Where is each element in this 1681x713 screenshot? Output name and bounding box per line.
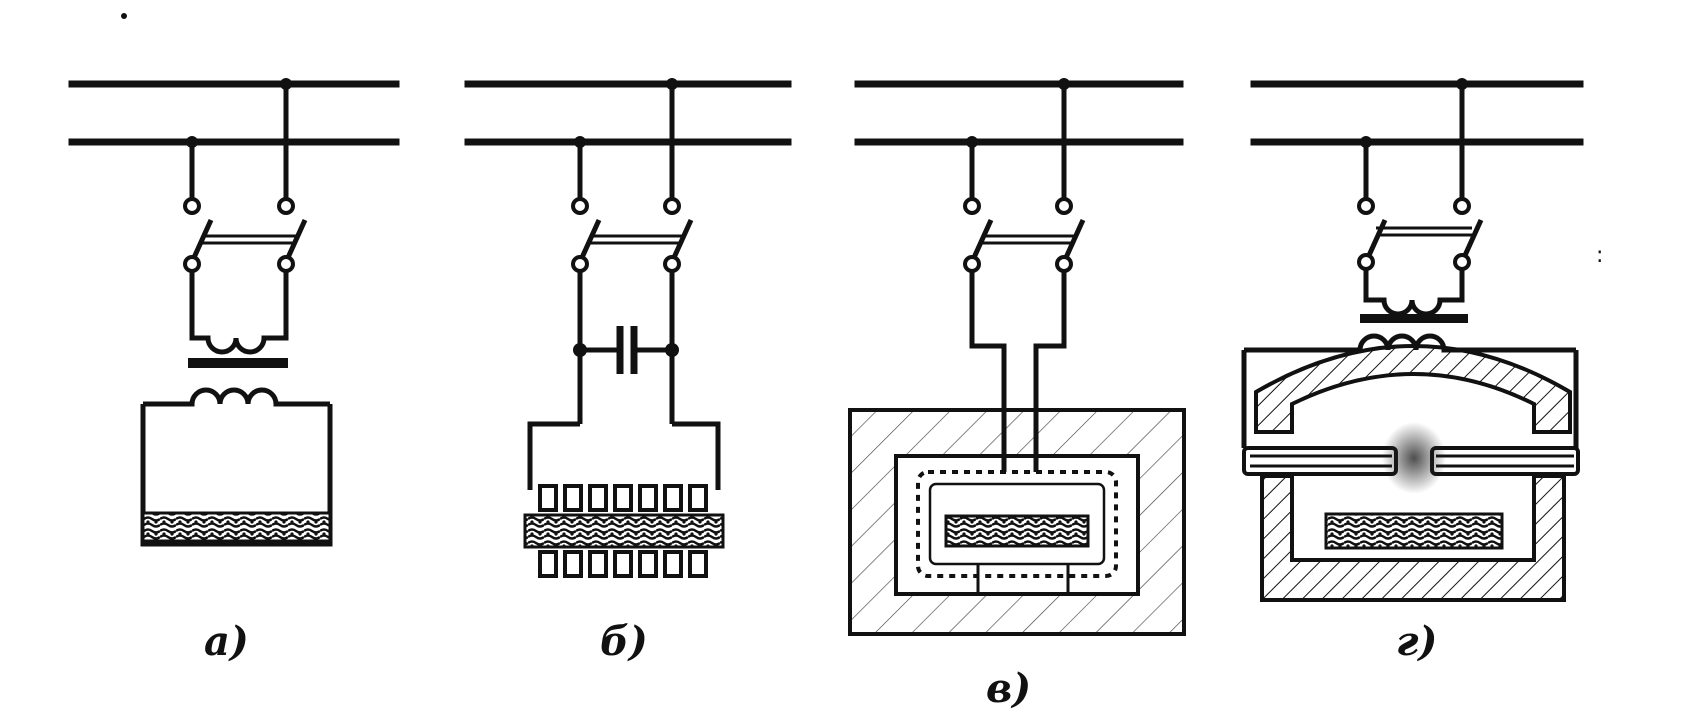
caption-a: а) xyxy=(204,618,249,665)
arc-furnace xyxy=(1242,344,1580,602)
panel-v: в) xyxy=(848,78,1186,712)
switch xyxy=(1357,78,1484,271)
workpiece xyxy=(1324,512,1504,550)
coil-turn-top xyxy=(613,484,633,512)
coil-turn-bottom xyxy=(538,550,558,578)
coil-turn-bottom xyxy=(588,550,608,578)
coil-turn-bottom xyxy=(663,550,683,578)
caption-b: б) xyxy=(600,618,648,665)
coil-turn-top xyxy=(638,484,658,512)
coil-turn-top xyxy=(688,484,708,512)
right-electrode xyxy=(1430,446,1580,476)
transformer xyxy=(1241,270,1579,448)
transformer xyxy=(143,272,330,407)
coil-turn-top xyxy=(663,484,683,512)
coil-turn-bottom xyxy=(688,550,708,578)
switch xyxy=(963,78,1086,273)
stray-dot xyxy=(121,13,127,19)
busbars xyxy=(854,80,1184,146)
coil-turns xyxy=(538,484,708,578)
busbars xyxy=(1250,80,1584,146)
stray-mark: : xyxy=(1596,243,1603,268)
furnace-roof xyxy=(1254,344,1572,434)
capacitor xyxy=(573,272,679,424)
panel-a: а) xyxy=(68,78,400,665)
switch xyxy=(571,78,694,273)
caption-v: в) xyxy=(986,665,1031,712)
caption-g: г) xyxy=(1396,618,1437,665)
busbars xyxy=(68,80,400,146)
left-electrode xyxy=(1242,446,1398,476)
panel-b: б) xyxy=(464,78,792,665)
coil-turn-bottom xyxy=(638,550,658,578)
electric-arc xyxy=(1382,422,1446,494)
heater-winding xyxy=(916,470,1118,578)
coil-turn-top xyxy=(588,484,608,512)
coil-turn-bottom xyxy=(563,550,583,578)
coil-turn-top xyxy=(538,484,558,512)
workpiece xyxy=(944,514,1090,548)
busbars xyxy=(464,80,792,146)
inductor-coil xyxy=(523,421,725,578)
workpiece xyxy=(523,513,725,549)
heating-bath xyxy=(140,404,333,547)
coil-turn-top xyxy=(563,484,583,512)
coil-turn-bottom xyxy=(613,550,633,578)
workpiece xyxy=(141,511,332,543)
furnace xyxy=(848,272,1186,636)
panel-g: г) xyxy=(1241,78,1584,665)
switch xyxy=(183,78,308,273)
